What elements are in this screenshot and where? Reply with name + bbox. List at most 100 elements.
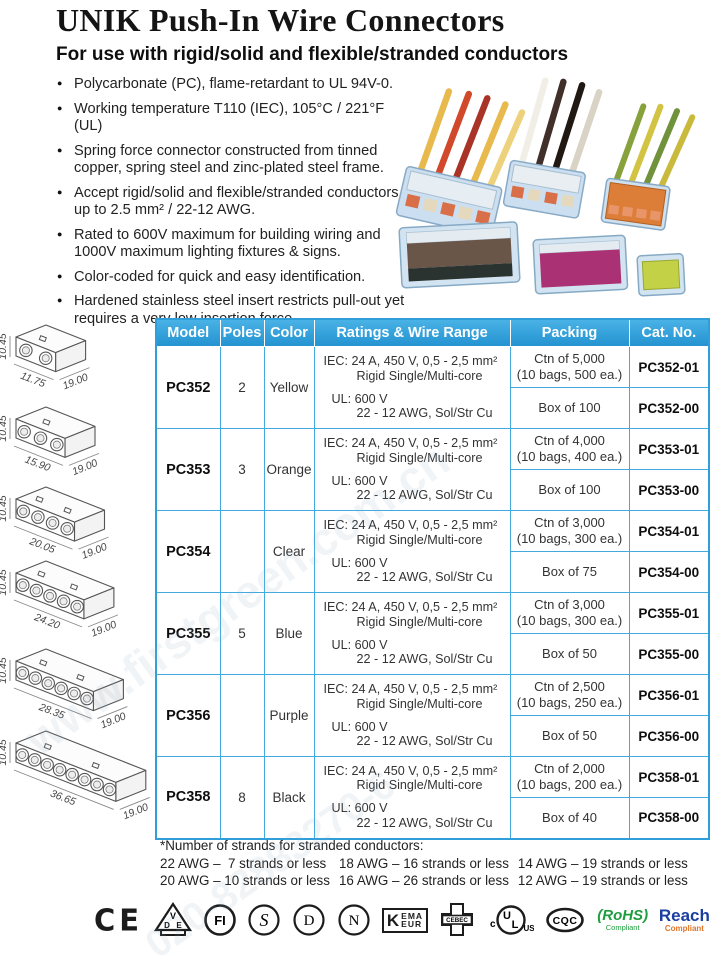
ratings-iec-type: Rigid Single/Multi-core bbox=[356, 368, 483, 383]
model-cell: PC352 bbox=[155, 346, 221, 429]
svg-text:11.75: 11.75 bbox=[19, 370, 47, 390]
catno-cell: PC353-00 bbox=[628, 469, 710, 511]
footnote-line: 14 AWG – 19 strands or less bbox=[517, 856, 688, 871]
table-subrow: Box of 50 PC356-00 bbox=[156, 715, 710, 757]
packing-ctn: Ctn of 2,000 bbox=[534, 761, 605, 777]
footnote-line: 12 AWG – 19 strands or less bbox=[517, 873, 688, 889]
packing-ctn-cell: Ctn of 4,000 (10 bags, 400 ea.) bbox=[509, 428, 630, 470]
ratings-cell: IEC: 24 A, 450 V, 0,5 - 2,5 mm² Rigid Si… bbox=[313, 592, 511, 675]
svg-text:19.00: 19.00 bbox=[89, 619, 118, 640]
catno-cell: PC356-00 bbox=[628, 715, 710, 757]
ratings-iec: IEC: 24 A, 450 V, 0,5 - 2,5 mm² bbox=[323, 599, 498, 614]
ratings-iec-type: Rigid Single/Multi-core bbox=[356, 450, 483, 465]
ratings-iec-type: Rigid Single/Multi-core bbox=[356, 778, 483, 793]
header-packing: Packing bbox=[509, 318, 630, 347]
model-cell: PC358 bbox=[155, 756, 221, 839]
ce-mark-icon: CE bbox=[94, 902, 144, 938]
s-mark-icon: S bbox=[248, 904, 281, 936]
catno-cell: PC355-01 bbox=[628, 592, 710, 634]
ratings-ul-type: 22 - 12 AWG, Sol/Str Cu bbox=[356, 570, 493, 585]
header-model: Model bbox=[155, 318, 221, 347]
packing-box-cell: Box of 50 bbox=[509, 633, 630, 675]
catno-cell: PC354-00 bbox=[628, 551, 710, 593]
ratings-cell: IEC: 24 A, 450 V, 0,5 - 2,5 mm² Rigid Si… bbox=[313, 510, 511, 593]
model-cell: PC354 bbox=[155, 510, 221, 593]
footnote-line: 22 AWG – 7 strands or less bbox=[160, 856, 327, 871]
table-row: PC355 5 Blue IEC: 24 A, 450 V, 0,5 - 2,5… bbox=[155, 592, 710, 675]
table-row: PC354 Clear IEC: 24 A, 450 V, 0,5 - 2,5 … bbox=[155, 510, 710, 593]
svg-text:E: E bbox=[176, 921, 182, 930]
ratings-cell: IEC: 24 A, 450 V, 0,5 - 2,5 mm² Rigid Si… bbox=[313, 346, 511, 429]
ratings-iec-type: Rigid Single/Multi-core bbox=[356, 614, 483, 629]
model-cell: PC353 bbox=[155, 428, 221, 511]
feature-item: Working temperature T110 (IEC), 105°C / … bbox=[57, 101, 411, 136]
ratings-ul: UL: 600 V bbox=[331, 555, 388, 570]
product-photo-group bbox=[395, 77, 696, 297]
feature-item: Spring force connector constructed from … bbox=[57, 143, 411, 178]
packing-box-cell: Box of 50 bbox=[509, 715, 630, 757]
packing-ctn-detail: (10 bags, 400 ea.) bbox=[516, 449, 623, 464]
packing-ctn-cell: Ctn of 3,000 (10 bags, 300 ea.) bbox=[509, 592, 630, 634]
ratings-ul: UL: 600 V bbox=[331, 637, 388, 652]
product-photo-connector-2pole-yellow bbox=[636, 253, 686, 297]
ratings-ul: UL: 600 V bbox=[331, 801, 388, 816]
strand-footnote: *Number of strands for stranded conducto… bbox=[160, 838, 710, 890]
header-color: Color bbox=[263, 318, 315, 347]
svg-text:10.45: 10.45 bbox=[0, 495, 9, 521]
footnote-line: 18 AWG – 16 strands or less bbox=[338, 856, 509, 871]
ratings-ul: UL: 600 V bbox=[331, 391, 388, 406]
svg-text:N: N bbox=[349, 913, 360, 929]
poles-cell bbox=[219, 510, 265, 593]
footnote-column: 14 AWG – 19 strands or less 12 AWG – 19 … bbox=[518, 855, 688, 890]
poles-cell: 8 bbox=[219, 756, 265, 839]
svg-text:15.90: 15.90 bbox=[23, 454, 52, 475]
svg-text:28.35: 28.35 bbox=[36, 701, 66, 722]
catno-cell: PC356-01 bbox=[628, 674, 710, 716]
svg-text:V: V bbox=[170, 911, 176, 921]
rohs-mark-icon: (RoHS) Compliant bbox=[597, 907, 649, 933]
packing-ctn: Ctn of 4,000 bbox=[534, 433, 605, 449]
ratings-cell: IEC: 24 A, 450 V, 0,5 - 2,5 mm² Rigid Si… bbox=[313, 674, 511, 757]
packing-ctn-cell: Ctn of 2,000 (10 bags, 200 ea.) bbox=[509, 756, 630, 798]
cul-us-mark-icon: c U L US bbox=[490, 905, 534, 935]
model-cell: PC356 bbox=[155, 674, 221, 757]
packing-ctn-cell: Ctn of 2,500 (10 bags, 250 ea.) bbox=[509, 674, 630, 716]
ratings-ul: UL: 600 V bbox=[331, 719, 388, 734]
packing-ctn-cell: Ctn of 3,000 (10 bags, 300 ea.) bbox=[509, 510, 630, 552]
table-subrow: Box of 50 PC355-00 bbox=[156, 633, 710, 675]
page-subtitle: For use with rigid/solid and flexible/st… bbox=[56, 44, 569, 65]
catno-cell: PC354-01 bbox=[628, 510, 710, 552]
svg-text:24.20: 24.20 bbox=[32, 611, 62, 632]
packing-ctn-detail: (10 bags, 250 ea.) bbox=[516, 695, 623, 710]
ratings-iec: IEC: 24 A, 450 V, 0,5 - 2,5 mm² bbox=[323, 517, 498, 532]
poles-cell: 3 bbox=[219, 428, 265, 511]
poles-cell: 5 bbox=[219, 592, 265, 675]
footnote-column: 22 AWG – 7 strands or less 20 AWG – 10 s… bbox=[160, 855, 330, 890]
header-poles: Poles bbox=[219, 318, 265, 347]
svg-text:19.00: 19.00 bbox=[70, 457, 99, 478]
table-subrow: Box of 40 PC358-00 bbox=[156, 797, 710, 839]
table-row: PC356 Purple IEC: 24 A, 450 V, 0,5 - 2,5… bbox=[155, 674, 710, 757]
certification-bar: CE V D E FI S D N K EMA EUR CEBEC c U L bbox=[94, 899, 710, 941]
header-catno: Cat. No. bbox=[628, 318, 710, 347]
svg-text:19.00: 19.00 bbox=[121, 801, 150, 822]
packing-ctn: Ctn of 2,500 bbox=[534, 679, 605, 695]
ratings-ul-type: 22 - 12 AWG, Sol/Str Cu bbox=[356, 652, 493, 667]
product-photo-connector-5pole-purple bbox=[532, 234, 629, 295]
packing-ctn-detail: (10 bags, 500 ea.) bbox=[516, 367, 623, 382]
cebec-mark-icon: CEBEC bbox=[440, 903, 473, 936]
d-mark-icon: D bbox=[293, 904, 325, 936]
ratings-cell: IEC: 24 A, 450 V, 0,5 - 2,5 mm² Rigid Si… bbox=[313, 756, 511, 839]
cqc-mark-icon: CQC bbox=[546, 907, 585, 933]
product-photo-connector-8pole-black bbox=[398, 221, 521, 289]
packing-ctn-cell: Ctn of 5,000 (10 bags, 500 ea.) bbox=[509, 346, 630, 388]
ratings-iec: IEC: 24 A, 450 V, 0,5 - 2,5 mm² bbox=[323, 435, 498, 450]
fi-mark-icon: FI bbox=[203, 904, 236, 936]
svg-text:10.45: 10.45 bbox=[0, 415, 9, 441]
svg-text:S: S bbox=[260, 910, 269, 930]
catno-cell: PC353-01 bbox=[628, 428, 710, 470]
